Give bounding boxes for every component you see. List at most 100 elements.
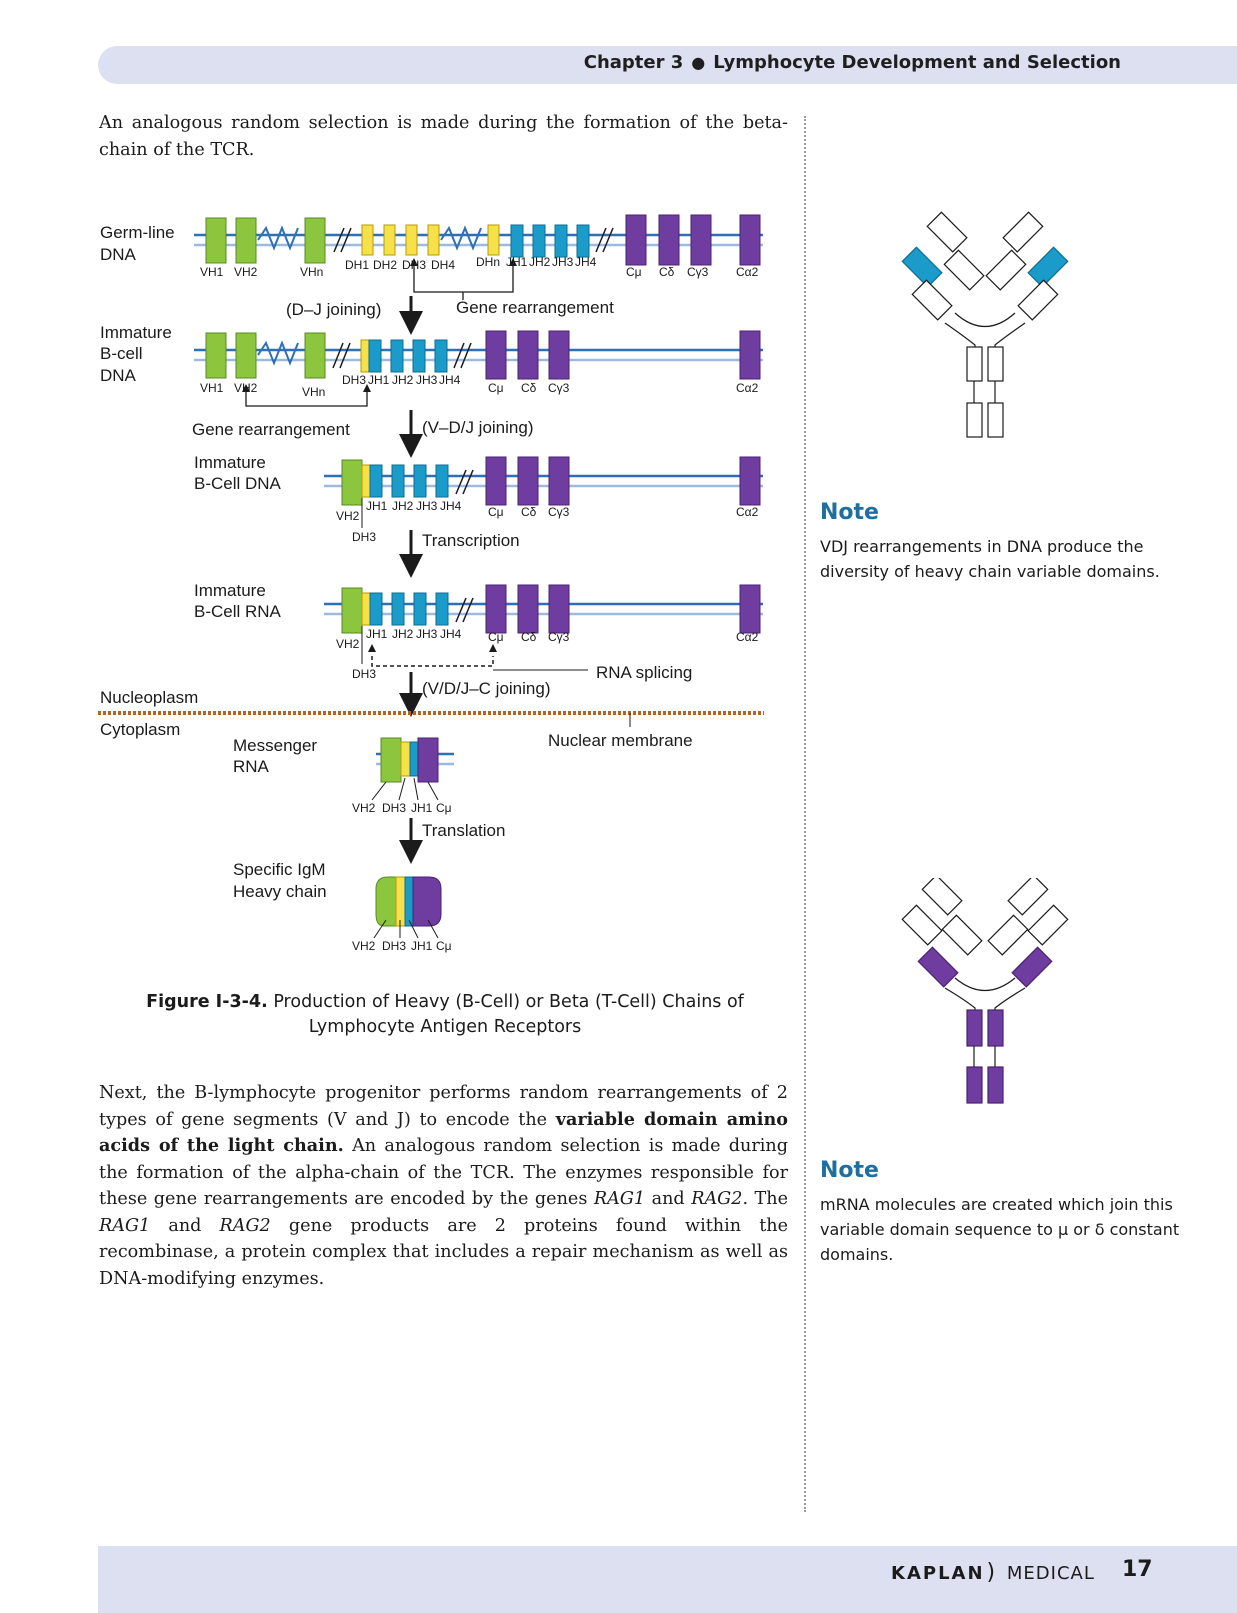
seg-dh3: DH3 [382, 801, 406, 815]
body-and-2: and [168, 1215, 202, 1236]
note-text-1: VDJ rearrangements in DNA produce the di… [820, 537, 1160, 581]
step-rna-splicing: RNA splicing [596, 663, 692, 682]
seg-jh1: JH1 [366, 499, 388, 513]
step-vdj-joining: (V–D/J joining) [422, 418, 534, 437]
running-head: Chapter 3 ● Lymphocyte Development and Sel… [584, 52, 1121, 73]
seg-cdelta: Cδ [521, 381, 537, 395]
label-immature-rna-1: Immature [194, 581, 266, 600]
seg-dh4: DH4 [431, 258, 455, 272]
seg-jh2: JH2 [392, 373, 414, 387]
messenger-rna-row [376, 737, 454, 783]
gene-rag2-2: RAG2 [219, 1215, 271, 1236]
label-immature-dna2-1: Immature [194, 453, 266, 472]
footer-bar [98, 1546, 1237, 1613]
seg-cdelta: Cδ [521, 630, 537, 644]
gene-rag1: RAG1 [593, 1189, 646, 1209]
logo-swoosh-icon: ) [986, 1560, 998, 1585]
bullet-icon: ● [691, 53, 706, 72]
immature-bcell-dna-row-1 [194, 330, 763, 380]
body-text-3: . The [742, 1189, 789, 1209]
step-dj-joining: (D–J joining) [286, 300, 381, 319]
seg-calpha2: Cα2 [736, 630, 759, 644]
seg-cmu: Cμ [626, 265, 642, 279]
note-title-1: Note [820, 500, 879, 525]
igm-heavy-chain [375, 876, 442, 927]
germline-row [194, 214, 763, 266]
label-immature-dna1-1: Immature [100, 323, 172, 342]
figure-diagram: Germ-line DNA VH1 VH2 VHn DH1 DH2 DH3 DH… [98, 214, 764, 953]
seg-jh1: JH1 [366, 627, 388, 641]
seg-vh2: VH2 [352, 939, 376, 953]
seg-vhn: VHn [302, 385, 325, 399]
seg-jh3: JH3 [552, 255, 574, 269]
label-cytoplasm: Cytoplasm [100, 720, 180, 739]
note-text-2: mRNA molecules are created which join th… [820, 1195, 1180, 1264]
gene-rag2: RAG2 [691, 1189, 743, 1209]
label-immature-dna2-2: B-Cell DNA [194, 474, 282, 493]
seg-jh1: JH1 [411, 939, 433, 953]
row4-segment-labels: VH2 JH1 JH2 JH3 JH4 Cμ Cδ Cγ3 Cα2 DH3 [336, 627, 759, 681]
figure-caption-text: Production of Heavy (B-Cell) or Beta (T-… [273, 992, 744, 1037]
chapter-label: Chapter 3 [583, 52, 684, 73]
seg-dh1: DH1 [345, 258, 369, 272]
label-germline-2: DNA [100, 245, 137, 264]
row3-segment-labels: VH2 JH1 JH2 JH3 JH4 Cμ Cδ Cγ3 Cα2 DH3 [336, 499, 759, 544]
seg-dh3: DH3 [342, 373, 366, 387]
seg-jh2: JH2 [529, 255, 551, 269]
seg-jh1: JH1 [368, 373, 390, 387]
column-divider [804, 116, 806, 1512]
body-paragraph: Next, the B-lymphocyte progenitor perfor… [99, 1080, 788, 1292]
seg-vhn: VHn [300, 265, 323, 279]
body-and-1: and [651, 1189, 685, 1209]
figure-label: Figure I-3-4. [146, 992, 268, 1012]
seg-jh1: JH1 [506, 255, 528, 269]
step-transcription: Transcription [422, 531, 520, 550]
seg-jh4: JH4 [440, 499, 462, 513]
seg-jh4: JH4 [439, 373, 461, 387]
seg-cmu: Cμ [436, 939, 452, 953]
seg-jh2: JH2 [392, 627, 414, 641]
seg-cgamma3: Cγ3 [687, 265, 709, 279]
gene-rag1-2: RAG1 [99, 1215, 151, 1236]
step-translation: Translation [422, 821, 505, 840]
step-gene-rearrangement-2: Gene rearrangement [192, 420, 350, 439]
seg-calpha2: Cα2 [736, 505, 759, 519]
seg-dh3: DH3 [352, 667, 376, 681]
brand-suffix: MEDICAL [1006, 1563, 1095, 1584]
label-messenger-rna-1: Messenger [233, 736, 317, 755]
seg-cmu: Cμ [488, 505, 504, 519]
seg-dh3: DH3 [352, 530, 376, 544]
note-title-2: Note [820, 1158, 879, 1183]
antibody-diagram-constant-highlight [901, 878, 1069, 1104]
row2-segment-labels: VH1 VH2 VHn DH3 JH1 JH2 JH3 JH4 Cμ Cδ Cγ… [200, 373, 759, 399]
seg-cgamma3: Cγ3 [548, 505, 570, 519]
seg-jh3: JH3 [416, 499, 438, 513]
seg-jh3: JH3 [416, 373, 438, 387]
body-text-4: gene products are 2 proteins found withi… [99, 1215, 789, 1289]
seg-vh2: VH2 [234, 265, 258, 279]
label-specific-igm-1: Specific IgM [233, 860, 326, 879]
seg-cmu: Cμ [436, 801, 452, 815]
seg-dh3: DH3 [382, 939, 406, 953]
page-number: 17 [1122, 1557, 1153, 1582]
label-nucleoplasm: Nucleoplasm [100, 688, 198, 707]
seg-dh2: DH2 [373, 258, 397, 272]
kaplan-medical-logo: KAPLAN) MEDICAL [891, 1560, 1095, 1585]
germline-segment-labels: VH1 VH2 VHn DH1 DH2 DH3 DH4 DHn JH1 JH2 … [200, 255, 759, 279]
seg-vh2: VH2 [336, 637, 360, 651]
seg-jh4: JH4 [440, 627, 462, 641]
body-text-1: Next, the B-lymphocyte progenitor perfor… [99, 1083, 788, 1130]
figure-caption: Figure I-3-4. Production of Heavy (B-Cel… [100, 990, 790, 1040]
mrna-segment-labels: VH2 DH3 JH1 Cμ [352, 801, 452, 815]
body-text-2: An analogous random selection is made du… [99, 1136, 789, 1209]
chapter-title: Lymphocyte Development and Selection [713, 52, 1121, 73]
seg-cgamma3: Cγ3 [548, 630, 570, 644]
seg-cdelta: Cδ [659, 265, 675, 279]
step-gene-rearrangement-1: Gene rearrangement [456, 298, 614, 317]
mrna-leader-lines [371, 777, 439, 801]
label-immature-rna-2: B-Cell RNA [194, 602, 282, 621]
seg-calpha2: Cα2 [736, 265, 759, 279]
seg-vh2: VH2 [352, 801, 376, 815]
seg-dhn: DHn [476, 255, 500, 269]
seg-jh4: JH4 [575, 255, 597, 269]
